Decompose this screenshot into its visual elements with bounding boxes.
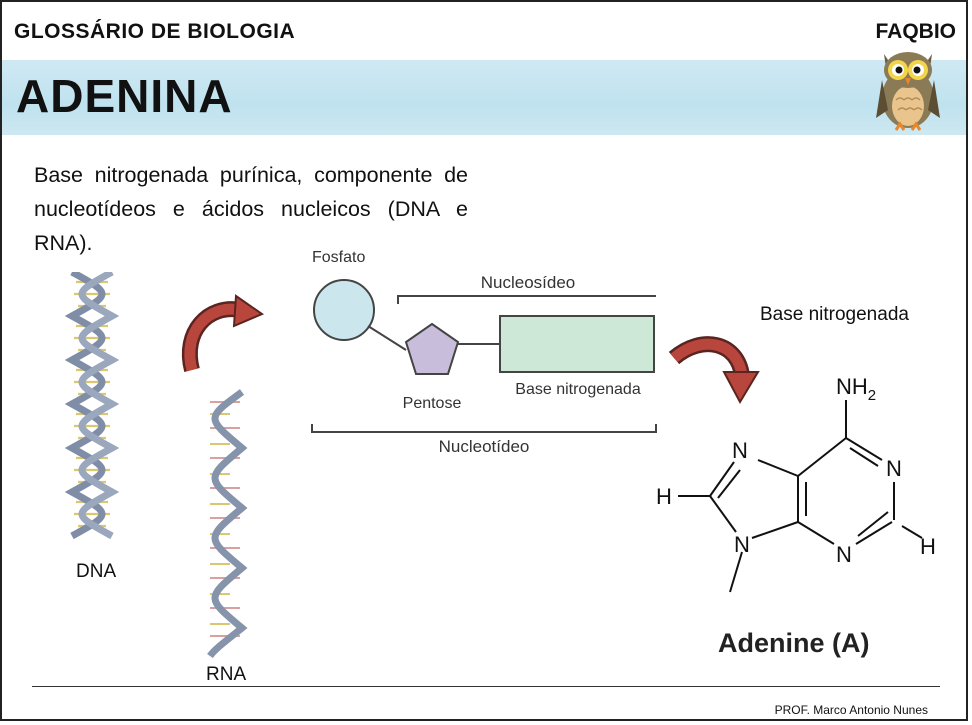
dna-helix-icon (64, 272, 120, 540)
adenine-structure: NH2 N N N N H H (656, 374, 936, 593)
nucleotide-diagram: Fosfato Nucleosídeo Pentose Base nitroge… (310, 246, 658, 458)
nh2-label: NH2 (836, 374, 876, 404)
rna-label: RNA (206, 664, 247, 685)
dna-label: DNA (76, 561, 117, 582)
base-nitrogenada-caption: Base nitrogenada (760, 304, 909, 325)
title-band (2, 60, 966, 135)
footer-author: PROF. Marco Antonio Nunes (774, 703, 928, 717)
atom-n-label: N (734, 532, 750, 557)
adenine-name: Adenine (A) (718, 628, 870, 658)
atom-h-label: H (920, 534, 936, 559)
brand-label: FAQBIO (875, 20, 956, 43)
atom-n-label: N (732, 438, 748, 463)
pentose-label: Pentose (403, 395, 462, 412)
footer-divider (32, 686, 940, 687)
rna-helix-icon (207, 389, 248, 658)
nucleosideo-label: Nucleosídeo (481, 273, 576, 292)
fosfato-label: Fosfato (312, 249, 365, 266)
curved-arrow-icon (668, 336, 760, 405)
glossary-title: GLOSSÁRIO DE BIOLOGIA (14, 20, 296, 43)
nucleotideo-label: Nucleotídeo (439, 437, 530, 456)
base-nitrogenada-box-label: Base nitrogenada (515, 381, 641, 398)
atom-n-label: N (836, 542, 852, 567)
owl-logo-icon (876, 52, 940, 131)
atom-h-label: H (656, 484, 672, 509)
atom-n-label: N (886, 456, 902, 481)
header-bar (2, 2, 966, 60)
curved-arrow-icon (181, 294, 265, 373)
term-description: Base nitrogenada purínica, componente de… (34, 163, 468, 255)
page-title: ADENINA (16, 70, 233, 122)
